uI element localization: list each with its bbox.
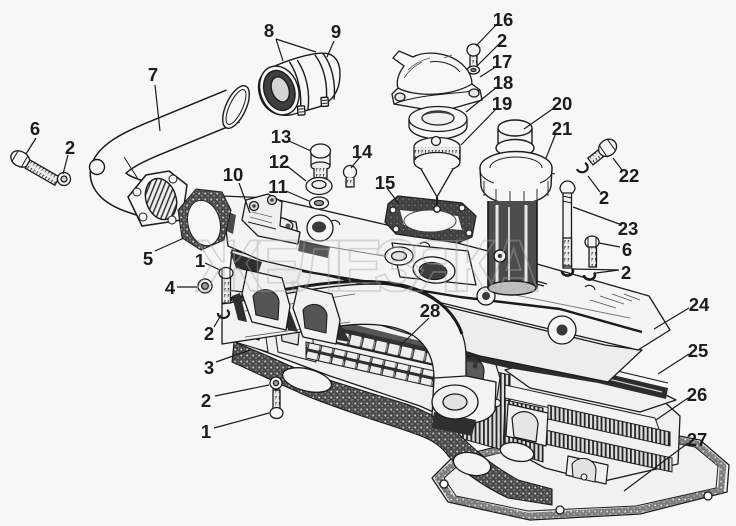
- svg-text:11: 11: [268, 176, 288, 197]
- svg-text:10: 10: [223, 164, 244, 185]
- svg-text:1: 1: [201, 421, 211, 442]
- svg-text:18: 18: [493, 72, 514, 93]
- svg-text:6: 6: [622, 239, 632, 260]
- svg-text:7: 7: [148, 64, 158, 85]
- svg-text:25: 25: [688, 340, 709, 361]
- svg-text:2: 2: [65, 137, 75, 158]
- svg-text:8: 8: [264, 20, 274, 41]
- svg-text:4: 4: [165, 277, 176, 298]
- svg-text:15: 15: [375, 172, 396, 193]
- svg-text:20: 20: [552, 93, 573, 114]
- svg-text:28: 28: [420, 300, 441, 321]
- svg-text:22: 22: [619, 165, 640, 186]
- svg-text:2: 2: [204, 323, 214, 344]
- svg-text:2: 2: [599, 187, 609, 208]
- svg-text:23: 23: [618, 218, 639, 239]
- svg-text:2: 2: [621, 262, 631, 283]
- svg-text:26: 26: [687, 384, 708, 405]
- svg-text:19: 19: [492, 93, 513, 114]
- svg-text:27: 27: [687, 429, 708, 450]
- svg-text:3: 3: [204, 357, 214, 378]
- svg-text:2: 2: [497, 30, 507, 51]
- svg-text:5: 5: [143, 248, 153, 269]
- svg-text:16: 16: [493, 9, 514, 30]
- svg-text:12: 12: [269, 151, 290, 172]
- svg-text:ЖЕЛЕЗЯКА: ЖЕЛЕЗЯКА: [195, 226, 540, 307]
- svg-text:14: 14: [352, 141, 373, 162]
- svg-text:17: 17: [492, 51, 513, 72]
- svg-text:1: 1: [195, 250, 205, 271]
- svg-text:24: 24: [689, 294, 710, 315]
- svg-text:13: 13: [271, 126, 292, 147]
- svg-text:6: 6: [30, 118, 40, 139]
- svg-text:9: 9: [331, 21, 341, 42]
- svg-text:2: 2: [201, 390, 211, 411]
- svg-text:21: 21: [552, 118, 573, 139]
